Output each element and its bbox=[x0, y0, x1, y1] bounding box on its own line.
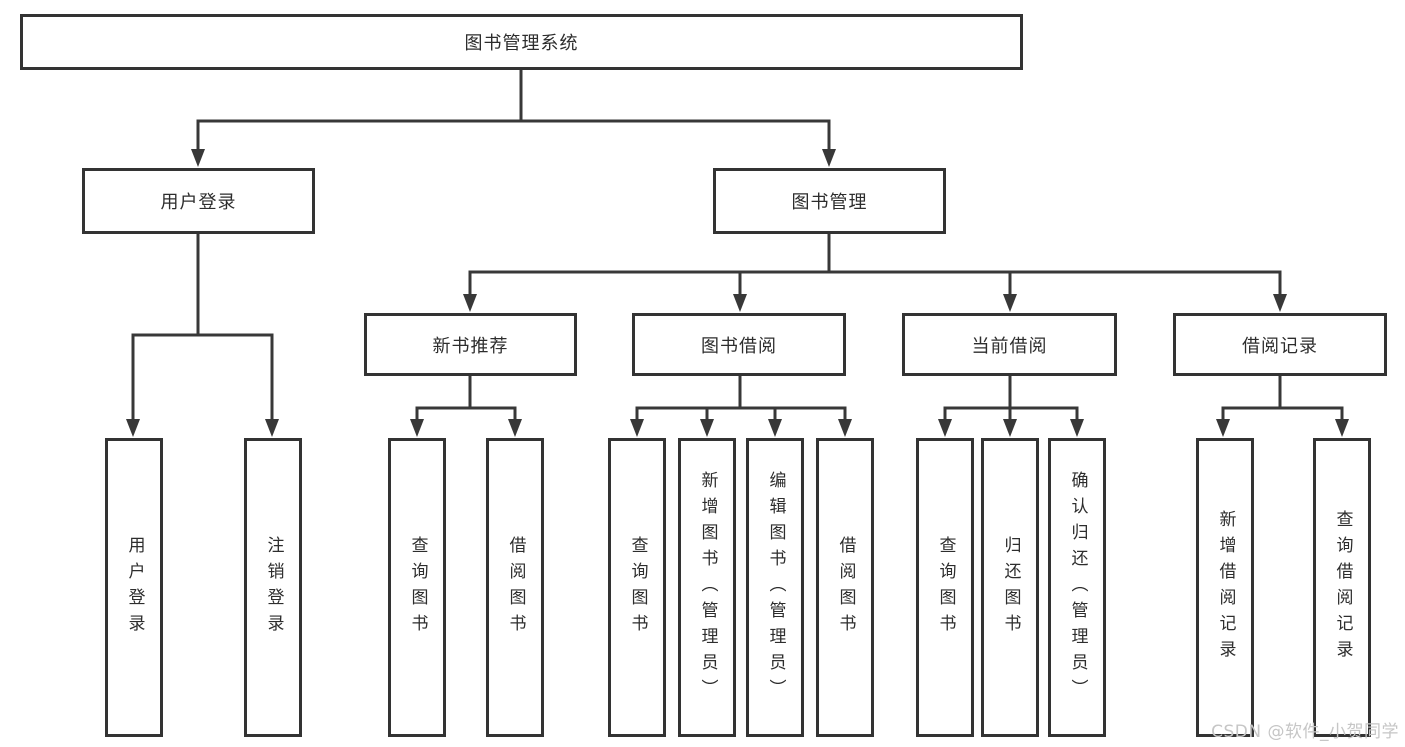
node-user-login: 用户登录 bbox=[82, 168, 315, 234]
csdn-watermark: CSDN @软件_小贺同学 bbox=[1211, 722, 1399, 742]
leaf-borrowing-query-books: 查询图书 bbox=[608, 438, 666, 737]
arrowhead-icons bbox=[126, 149, 1349, 437]
leaf-records-query-record: 查询借阅记录 bbox=[1313, 438, 1371, 737]
leaf-recommend-borrow-books: 借阅图书 bbox=[486, 438, 544, 737]
leaf-recommend-query-books: 查询图书 bbox=[388, 438, 446, 737]
leaf-user-login: 用户登录 bbox=[105, 438, 163, 737]
node-borrowing-records: 借阅记录 bbox=[1173, 313, 1387, 376]
leaf-current-confirm-return-admin: 确认归还（管理员） bbox=[1048, 438, 1106, 737]
leaf-borrowing-add-books-admin: 新增图书（管理员） bbox=[678, 438, 736, 737]
leaf-current-query-books: 查询图书 bbox=[916, 438, 974, 737]
node-current-borrowing: 当前借阅 bbox=[902, 313, 1117, 376]
node-new-book-recommend: 新书推荐 bbox=[364, 313, 577, 376]
node-root-system: 图书管理系统 bbox=[20, 14, 1023, 70]
leaf-logout-login: 注销登录 bbox=[244, 438, 302, 737]
leaf-borrowing-edit-books-admin: 编辑图书（管理员） bbox=[746, 438, 804, 737]
node-book-management: 图书管理 bbox=[713, 168, 946, 234]
leaf-borrowing-borrow-books: 借阅图书 bbox=[816, 438, 874, 737]
leaf-records-add-record: 新增借阅记录 bbox=[1196, 438, 1254, 737]
leaf-current-return-books: 归还图书 bbox=[981, 438, 1039, 737]
node-book-borrowing: 图书借阅 bbox=[632, 313, 846, 376]
